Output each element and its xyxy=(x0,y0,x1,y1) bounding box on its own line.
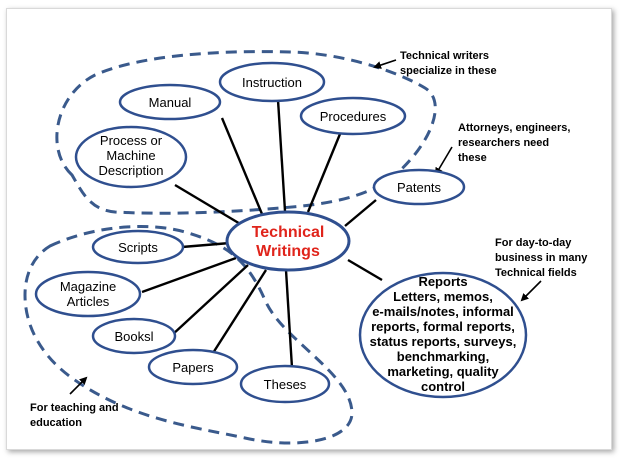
arrow-day-to-day xyxy=(520,280,542,302)
spoke-reports xyxy=(347,258,383,282)
annotation-tech-writers: Technical writers specialize in these xyxy=(400,50,497,77)
node-procedures-label: Procedures xyxy=(320,109,387,124)
center-title-line2: Writings xyxy=(256,243,320,260)
annotation-day-to-day: For day-to-day business in many Technica… xyxy=(495,237,588,279)
arrow-teaching xyxy=(69,376,88,395)
spoke-papers xyxy=(211,269,268,354)
spoke-instruction xyxy=(276,99,287,212)
node-process-line2: Machine xyxy=(106,148,155,163)
annotation-day-to-day-line3: Technical fields xyxy=(495,267,577,279)
node-books: Booksl xyxy=(91,317,177,355)
annotation-teaching: For teaching and education xyxy=(30,402,119,429)
node-reports-line7: marketing, quality xyxy=(387,364,499,379)
node-scripts-label: Scripts xyxy=(118,240,158,255)
spoke-theses xyxy=(284,269,294,369)
node-reports-line8: control xyxy=(421,379,465,394)
teaching-group-outline xyxy=(23,225,354,445)
node-theses: Theses xyxy=(239,364,331,404)
node-reports-line6: benchmarking, xyxy=(397,349,489,364)
node-scripts: Scripts xyxy=(91,229,185,265)
node-theses-label: Theses xyxy=(264,377,307,392)
spoke-patents xyxy=(344,199,377,227)
arrow-attorneys xyxy=(434,146,453,176)
node-reports-line2: Letters, memos, xyxy=(393,289,493,304)
node-reports: Reports Letters, memos, e-mails/notes, i… xyxy=(358,271,528,399)
center-title-line1: Technical xyxy=(252,224,325,241)
annotation-day-to-day-line1: For day-to-day xyxy=(495,237,572,249)
spoke-process xyxy=(174,183,243,227)
annotation-day-to-day-line2: business in many xyxy=(495,252,588,264)
annotation-attorneys-line2: researchers need xyxy=(458,137,549,149)
arrow-tech-writers xyxy=(373,59,397,69)
node-process-line1: Process or xyxy=(100,133,163,148)
spoke-manual xyxy=(220,117,264,215)
spoke-scripts xyxy=(181,241,231,249)
node-books-label: Booksl xyxy=(114,329,153,344)
annotation-attorneys: Attorneys, engineers, researchers need t… xyxy=(458,122,570,164)
annotation-teaching-line2: education xyxy=(30,417,82,429)
tech-writers-group-outline xyxy=(55,50,437,215)
node-magazine: Magazine Articles xyxy=(34,270,142,318)
node-papers-label: Papers xyxy=(172,360,214,375)
spoke-procedures xyxy=(306,133,342,213)
node-reports-line3: e-mails/notes, informal xyxy=(372,304,514,319)
node-manual-label: Manual xyxy=(149,95,192,110)
node-reports-line1: Reports xyxy=(418,274,467,289)
spoke-books xyxy=(171,264,249,336)
node-center: Technical Writings xyxy=(225,210,351,272)
annotation-teaching-line1: For teaching and xyxy=(30,402,119,414)
annotation-attorneys-line3: these xyxy=(458,152,487,164)
node-reports-line4: reports, formal reports, xyxy=(371,319,515,334)
node-reports-line5: status reports, surveys, xyxy=(370,334,517,349)
node-patents: Patents xyxy=(372,168,466,206)
node-process-line3: Description xyxy=(98,163,163,178)
spoke-magazine xyxy=(141,256,237,294)
node-procedures: Procedures xyxy=(299,96,407,136)
annotation-tech-writers-line1: Technical writers xyxy=(400,50,489,62)
node-magazine-line2: Articles xyxy=(67,294,110,309)
annotation-attorneys-line1: Attorneys, engineers, xyxy=(458,122,570,134)
node-instruction-label: Instruction xyxy=(242,75,302,90)
node-patents-label: Patents xyxy=(397,180,442,195)
node-manual: Manual xyxy=(118,83,222,121)
node-process: Process or Machine Description xyxy=(74,125,188,189)
node-magazine-line1: Magazine xyxy=(60,279,116,294)
node-instruction: Instruction xyxy=(218,61,326,103)
node-papers: Papers xyxy=(147,348,239,386)
annotation-tech-writers-line2: specialize in these xyxy=(400,65,497,77)
